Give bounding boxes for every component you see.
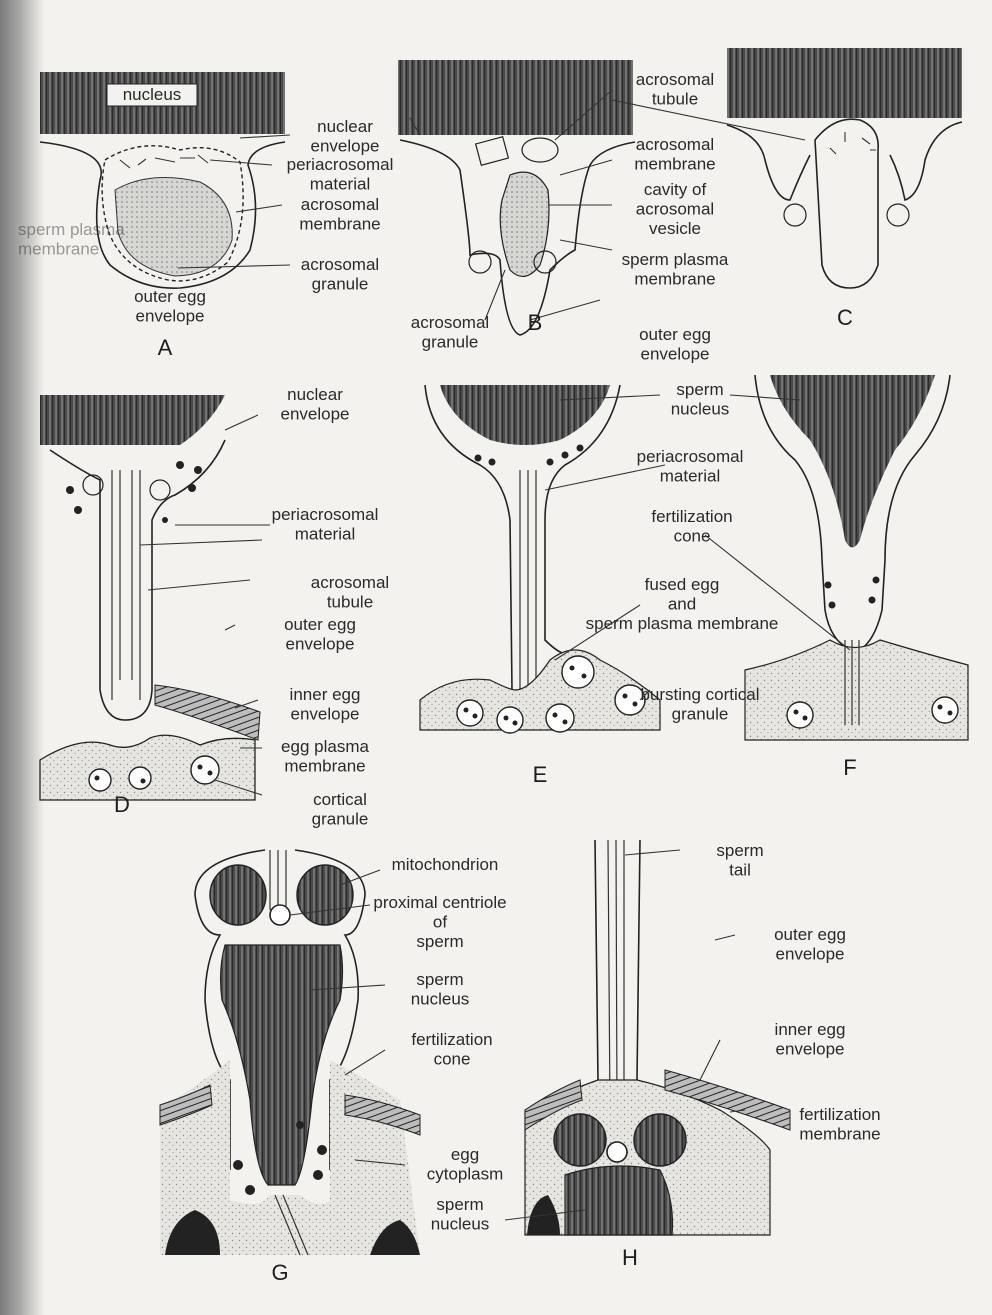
e-nucleus-shape [440, 385, 610, 445]
c-tubule-marks [830, 132, 876, 154]
label-a-nucleus: nucleus [123, 85, 182, 104]
d-acrosomal-tubule [112, 470, 140, 700]
h-sperm-tail [595, 840, 640, 1080]
b-acrosomal-granule [500, 172, 549, 276]
g-proximal-centriole [270, 905, 290, 925]
label-g-egg-cytoplasm: eggcytoplasm [427, 1145, 504, 1184]
h-tail-lines [608, 840, 624, 1110]
c-circle-right [887, 204, 909, 226]
d-inner-egg-envelope [155, 685, 260, 740]
b-nucleus-shape [398, 60, 633, 135]
h-proximal-centriole [607, 1142, 627, 1162]
d-egg-surface [40, 735, 255, 800]
f-periacrosomal-dots [825, 577, 880, 609]
panel-letter-b: B [528, 310, 543, 335]
a-acrosome-granule-fill [115, 178, 232, 277]
panel-letter-g: G [271, 1260, 288, 1285]
b-acrosomal-vesicle-right [522, 138, 558, 162]
g-mitochondrion-left [210, 865, 266, 925]
b-acrosomal-vesicle-left [476, 137, 509, 165]
e-acrosomal-tubule-lines [520, 470, 536, 690]
panel-e-drawing [420, 385, 660, 733]
d-circle-right [150, 480, 170, 500]
label-b-cavity: cavity ofacrosomalvesicle [636, 180, 714, 238]
panel-letter-c: C [837, 305, 853, 330]
g-tail-lines [270, 850, 286, 910]
e-periacrosomal-dots [475, 445, 584, 466]
c-circle-left [784, 204, 806, 226]
g-mitochondrion-right [297, 865, 353, 925]
panel-letter-h: H [622, 1245, 638, 1270]
panel-letter-e: E [533, 762, 548, 787]
c-acrosomal-tubule [815, 119, 878, 288]
d-nucleus-shape [40, 395, 225, 445]
d-sperm-outline [50, 440, 225, 720]
panel-h-drawing [525, 840, 790, 1235]
panel-c-drawing [727, 48, 962, 288]
label-e-fertilization-cone: fertilizationcone [651, 507, 732, 546]
panel-d-drawing [40, 395, 260, 800]
panel-letter-a: A [158, 335, 173, 360]
label-g-mitochondrion: mitochondrion [392, 855, 499, 874]
a-periacrosomal-marks [120, 155, 208, 168]
h-mitochondrion-left [554, 1114, 606, 1166]
panel-letter-d: D [114, 792, 130, 817]
h-sperm-nucleus [565, 1166, 673, 1235]
panel-f-drawing [745, 375, 968, 740]
label-b-acrosomal-granule: acrosomalgranule [411, 313, 489, 352]
panel-letter-f: F [843, 755, 856, 780]
f-fertilization-cone [745, 640, 968, 740]
h-mitochondrion-right [634, 1114, 686, 1166]
c-nucleus-shape [727, 48, 962, 118]
